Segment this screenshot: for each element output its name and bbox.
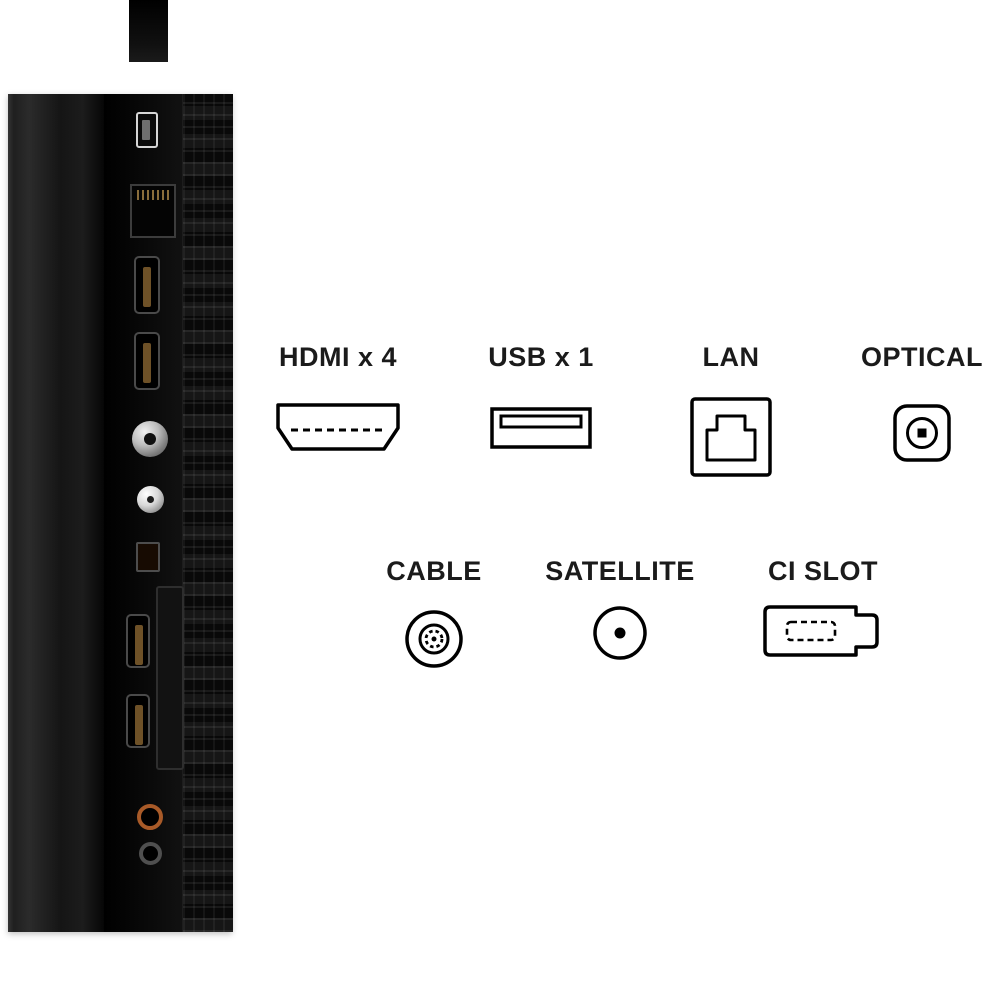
satellite-icon xyxy=(593,606,647,660)
lan-port xyxy=(130,184,176,238)
lan-icon xyxy=(690,397,772,477)
hdmi-slot xyxy=(135,625,143,665)
cable-icon xyxy=(405,610,463,668)
hdmi-port-1 xyxy=(134,256,160,314)
legend-group-optical: OPTICAL xyxy=(856,342,988,463)
ci-slot-icon xyxy=(763,605,879,657)
legend-group-hdmi: HDMI x 4 xyxy=(270,342,406,454)
av-jack-1 xyxy=(137,804,163,830)
lan-label: LAN xyxy=(702,342,760,372)
optical-port xyxy=(136,542,160,572)
av-jack-2 xyxy=(139,842,162,865)
legend-group-usb: USB x 1 xyxy=(480,342,602,450)
usb-label: USB x 1 xyxy=(488,342,594,372)
hdmi-slot xyxy=(143,267,151,307)
tv-bezel-edge xyxy=(8,94,104,932)
cable-label: CABLE xyxy=(386,556,482,586)
usb-tongue xyxy=(142,120,150,140)
satellite-label: SATELLITE xyxy=(545,556,695,586)
legend-group-lan: LAN xyxy=(688,342,774,478)
hdmi-port-2 xyxy=(134,332,160,390)
usb-port xyxy=(136,112,158,148)
legend-group-ci-slot: CI SLOT xyxy=(760,556,886,660)
satellite-coax-port xyxy=(137,486,164,513)
hdmi-icon xyxy=(276,403,400,451)
usb-icon xyxy=(490,407,592,449)
hdmi-port-4 xyxy=(126,694,150,748)
hdmi-slot xyxy=(135,705,143,745)
tv-top-edge xyxy=(129,0,168,62)
hdmi-label: HDMI x 4 xyxy=(278,342,398,372)
hdmi-slot xyxy=(143,343,151,383)
optical-icon xyxy=(893,404,951,462)
coax-hole xyxy=(144,433,156,445)
legend-group-cable: CABLE xyxy=(386,556,482,670)
hdmi-port-3 xyxy=(126,614,150,668)
optical-label: OPTICAL xyxy=(861,342,983,372)
lan-pins xyxy=(137,190,169,200)
lower-port-frame xyxy=(156,586,184,770)
antenna-coax-port xyxy=(132,421,168,457)
coax-pin xyxy=(147,496,154,503)
ci-slot-label: CI SLOT xyxy=(768,556,878,586)
tv-side-panel-photo xyxy=(8,94,233,932)
speaker-grille xyxy=(182,94,233,932)
legend-group-satellite: SATELLITE xyxy=(544,556,696,662)
